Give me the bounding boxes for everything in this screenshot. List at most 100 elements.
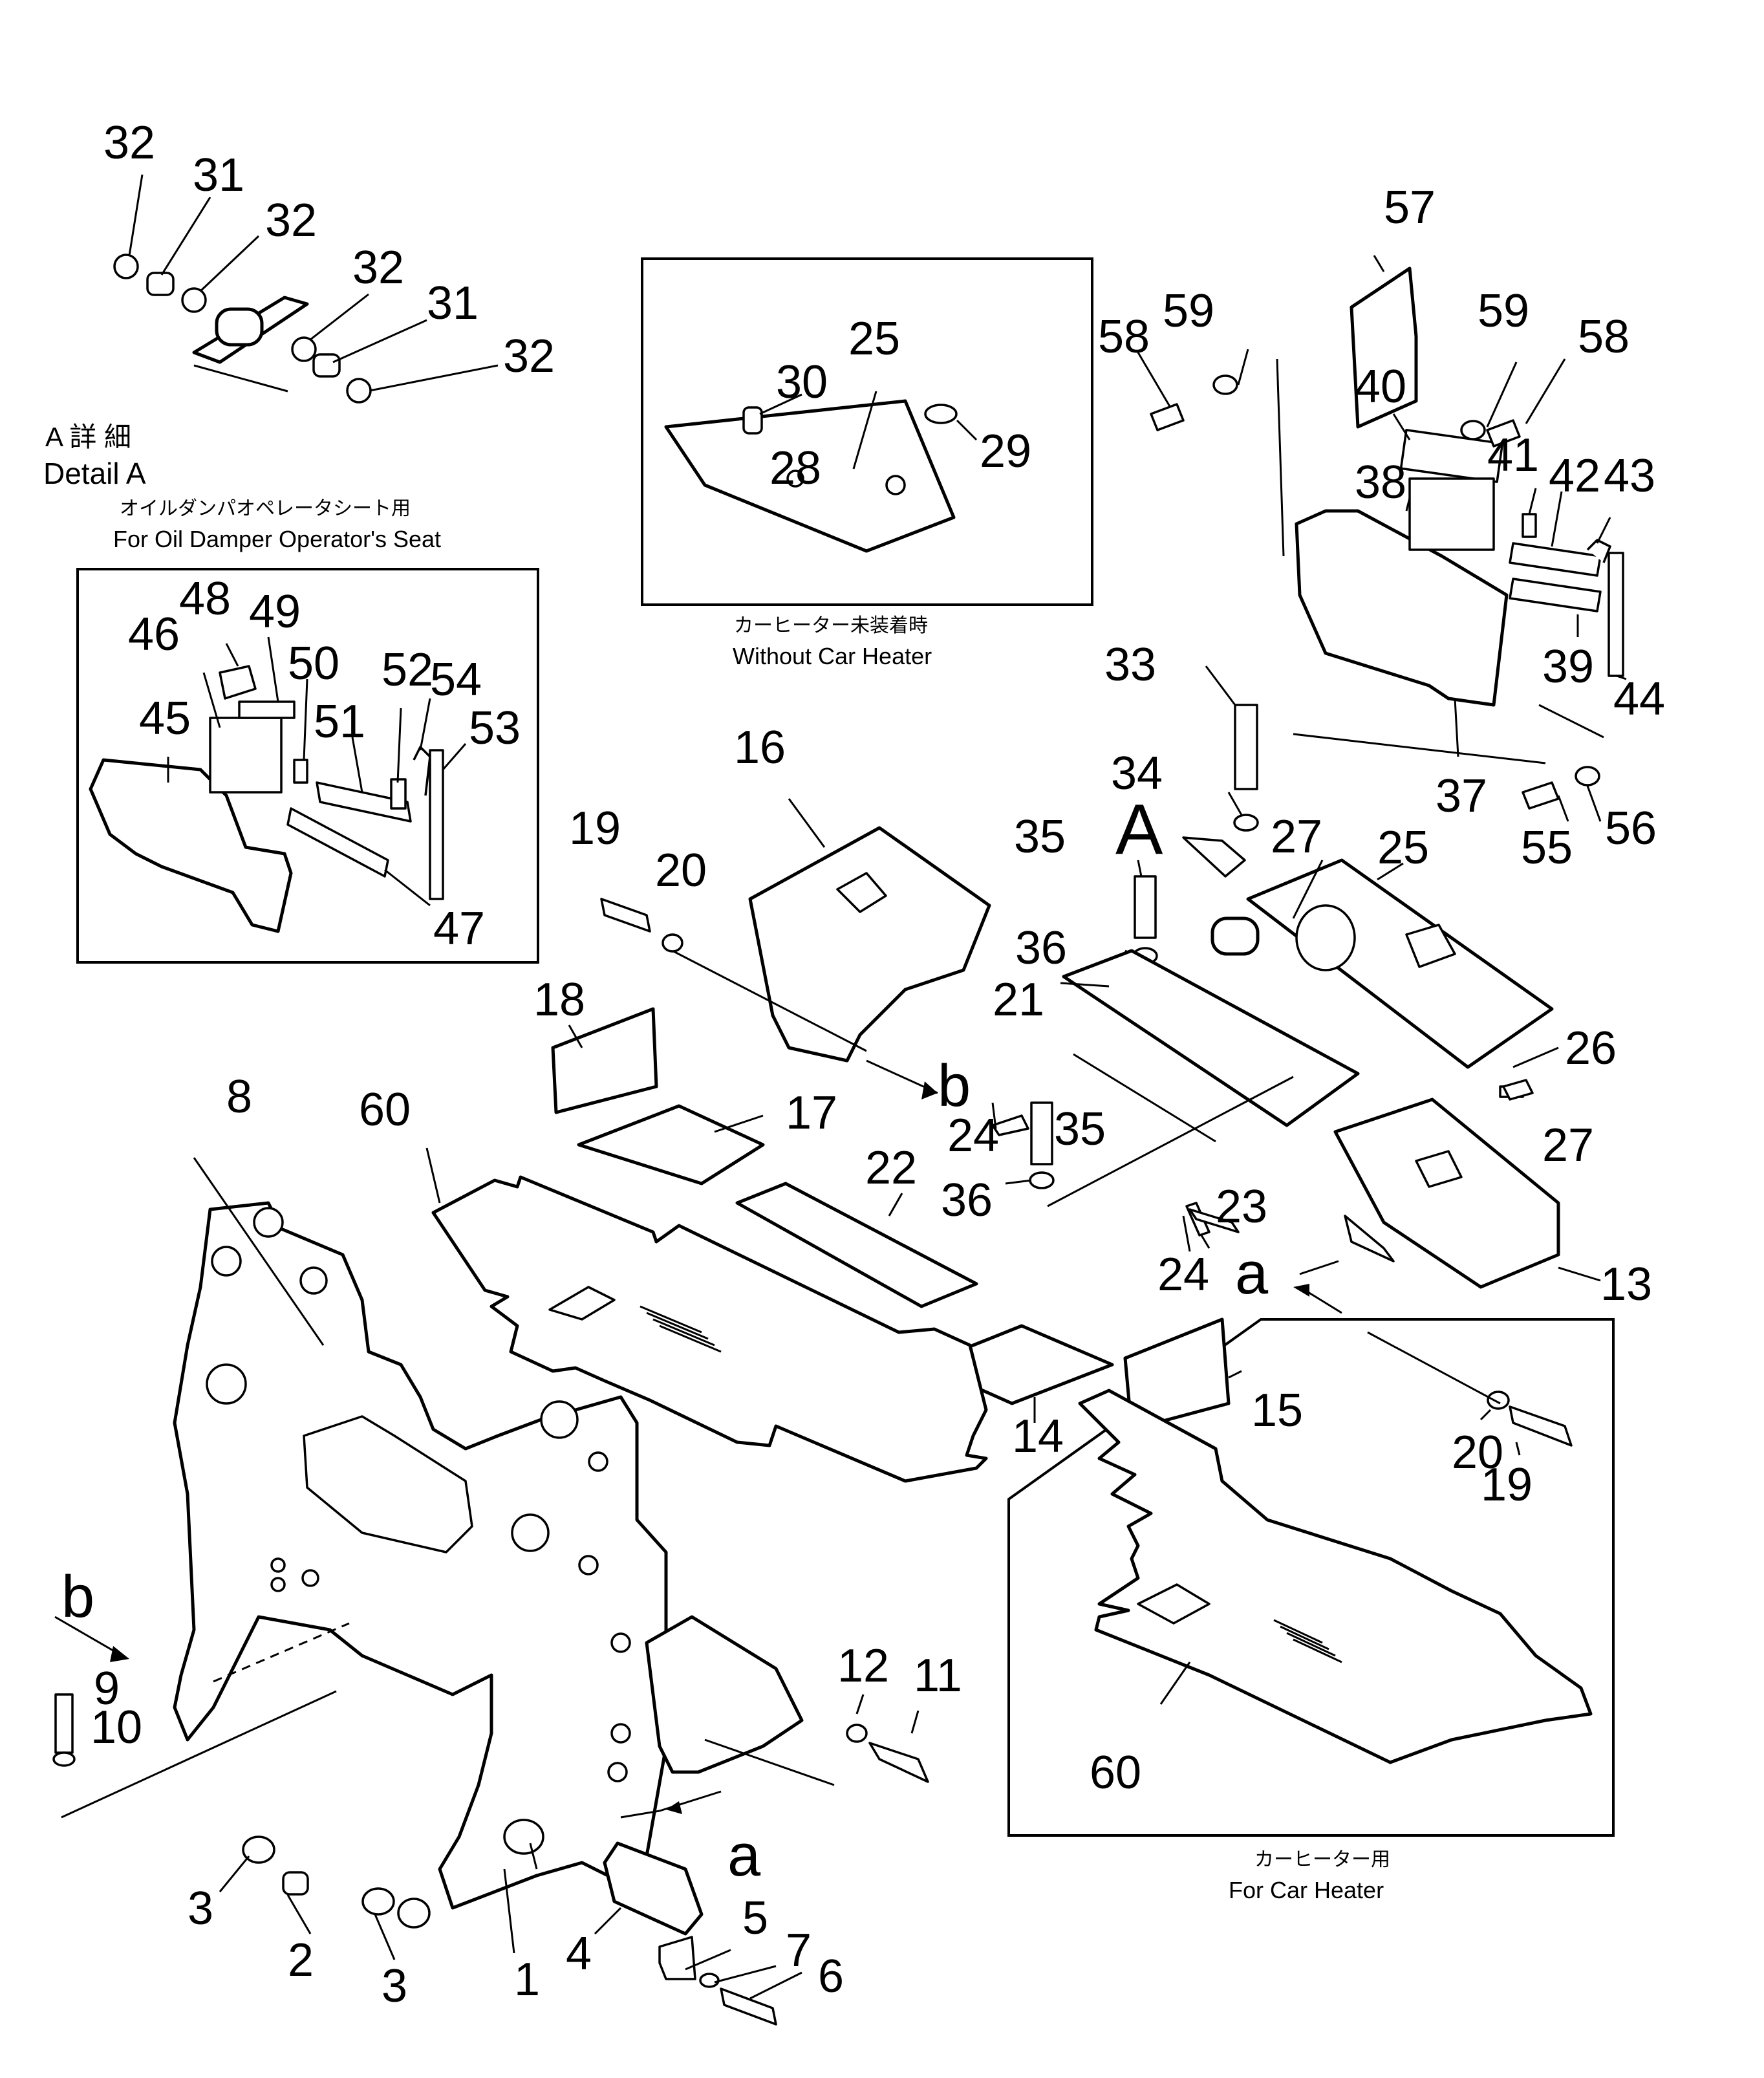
callout-59: 59	[1478, 285, 1529, 337]
callout-58: 58	[1578, 311, 1630, 363]
callout-7: 7	[786, 1925, 812, 1976]
callout-25: 25	[848, 313, 900, 365]
callout-24: 24	[1157, 1249, 1209, 1301]
view-marker-b-left: b	[61, 1564, 94, 1630]
callout-29: 29	[980, 426, 1031, 477]
view-marker-a-bottom: a	[727, 1823, 761, 1889]
callout-55: 55	[1521, 822, 1573, 874]
callout-28: 28	[769, 442, 821, 494]
view-marker-a-top: a	[1235, 1240, 1269, 1306]
callout-24: 24	[947, 1110, 999, 1162]
callout-54: 54	[430, 654, 482, 706]
callout-35: 35	[1014, 811, 1066, 863]
oil-damper-caption-jp: オイルダンパオペレータシート用	[120, 498, 411, 519]
callout-32: 32	[503, 330, 555, 382]
callout-21: 21	[993, 974, 1044, 1026]
callout-56: 56	[1605, 803, 1657, 854]
bolt-group-center	[1029, 704, 1600, 1189]
callout-23: 23	[1216, 1181, 1267, 1233]
callout-33: 33	[1104, 639, 1156, 691]
callout-58: 58	[1098, 311, 1150, 363]
for-heater-caption-en: For Car Heater	[1229, 1877, 1384, 1903]
callout-11: 11	[914, 1650, 962, 1702]
callout-1: 1	[514, 1954, 540, 2006]
bolts-left-right	[52, 898, 1573, 1783]
callout-3: 3	[188, 1883, 213, 1934]
view-marker-b-top: b	[938, 1053, 971, 1119]
callout-47: 47	[433, 903, 485, 955]
callout-32: 32	[265, 195, 317, 246]
callout-32: 32	[352, 242, 404, 294]
main-frame	[173, 1201, 804, 1910]
callout-4: 4	[566, 1928, 592, 1980]
callout-42: 42	[1549, 450, 1600, 502]
callout-9: 9	[94, 1663, 120, 1715]
callout-10: 10	[91, 1702, 142, 1753]
callout-31: 31	[193, 149, 244, 201]
callout-57: 57	[1384, 182, 1436, 233]
callout-50: 50	[288, 638, 339, 689]
callout-12: 12	[837, 1640, 889, 1692]
callout-26: 26	[1565, 1023, 1617, 1074]
callout-32: 32	[103, 117, 155, 169]
callout-36: 36	[1015, 922, 1067, 974]
callout-51: 51	[314, 696, 365, 748]
detail-a-caption-jp: A 詳 細	[45, 422, 131, 452]
callout-13: 13	[1600, 1259, 1652, 1310]
callout-27: 27	[1542, 1120, 1594, 1171]
side-panel-assembly	[1150, 266, 1624, 707]
callout-53: 53	[469, 702, 521, 754]
callout-45: 45	[139, 693, 191, 744]
without-car-heater-box	[641, 257, 1093, 606]
callout-35: 35	[1054, 1103, 1106, 1155]
callout-44: 44	[1613, 673, 1665, 725]
callout-25: 25	[1377, 822, 1429, 874]
without-heater-caption-jp: カーヒーター未装着時	[734, 615, 928, 636]
callout-22: 22	[865, 1142, 917, 1194]
callout-2: 2	[288, 1934, 314, 1986]
callout-36: 36	[941, 1174, 993, 1226]
callout-39: 39	[1542, 641, 1594, 693]
callout-18: 18	[533, 974, 585, 1026]
callout-60: 60	[359, 1084, 411, 1136]
callout-14: 14	[1012, 1411, 1064, 1462]
callout-41: 41	[1487, 429, 1539, 481]
callout-38: 38	[1355, 457, 1406, 508]
callout-3: 3	[382, 1960, 407, 2012]
floor-panel-16	[748, 826, 991, 1063]
detail-a-caption-en: Detail A	[43, 457, 146, 490]
callout-59: 59	[1163, 285, 1214, 337]
floor-mat-heater	[1078, 1389, 1593, 1764]
callout-6: 6	[818, 1951, 844, 2002]
floor-mat-main	[431, 1175, 988, 1483]
callout-20: 20	[1452, 1427, 1503, 1478]
callout-34: 34	[1111, 748, 1163, 799]
for-heater-caption-jp: カーヒーター用	[1254, 1849, 1390, 1870]
callout-48: 48	[179, 573, 231, 625]
callout-31: 31	[427, 277, 479, 329]
view-marker-A: A	[1115, 790, 1163, 869]
callout-49: 49	[249, 586, 301, 638]
callout-40: 40	[1355, 361, 1406, 413]
detail-a-drawing	[113, 254, 372, 404]
callout-20: 20	[655, 845, 707, 896]
callout-46: 46	[128, 609, 180, 660]
callout-43: 43	[1604, 450, 1655, 502]
callout-60: 60	[1090, 1747, 1141, 1799]
callout-19: 19	[1481, 1459, 1533, 1511]
oil-damper-seat-box	[76, 568, 539, 964]
callout-5: 5	[742, 1892, 768, 1944]
callout-52: 52	[382, 644, 433, 696]
callout-19: 19	[569, 803, 621, 854]
oil-damper-seat-parts	[89, 665, 444, 933]
callout-16: 16	[734, 722, 786, 774]
callout-30: 30	[776, 356, 828, 408]
callout-37: 37	[1436, 770, 1487, 822]
callout-8: 8	[226, 1071, 252, 1123]
part-callouts: 32 31 32 32 31 32 25 30 28 29 57 59 58 5…	[91, 117, 1665, 2012]
without-heater-caption-en: Without Car Heater	[733, 643, 932, 669]
callout-15: 15	[1251, 1385, 1303, 1436]
without-heater-plate	[664, 399, 958, 553]
oil-damper-caption-en: For Oil Damper Operator's Seat	[113, 526, 441, 552]
